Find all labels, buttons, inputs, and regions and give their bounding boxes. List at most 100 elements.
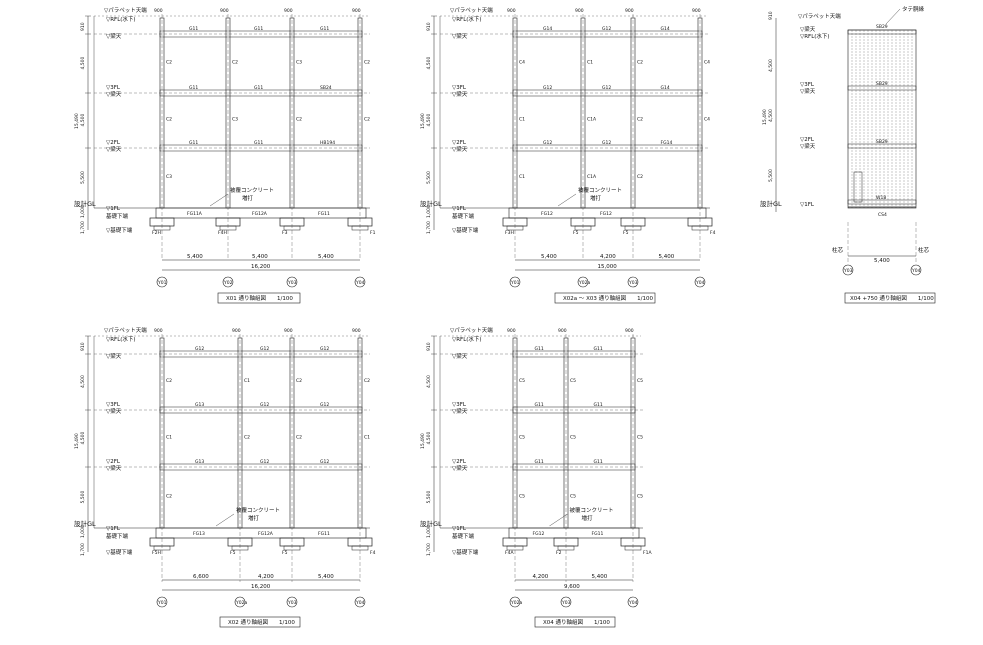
height-dimension: 1,700 — [80, 221, 86, 234]
parapet-label: ▽パラペット天端 — [798, 12, 841, 20]
beam-label: G11 — [189, 140, 198, 146]
axis-bubble — [577, 276, 589, 288]
slab-top-label: ▽梁天 — [800, 25, 816, 33]
footing-base — [506, 545, 524, 551]
axis-bubble — [286, 276, 298, 288]
fl3-label: ▽3FL — [106, 402, 121, 408]
rfl-label: ▽RFL(水下) — [800, 32, 830, 40]
leader — [885, 8, 901, 25]
leader — [557, 193, 577, 207]
footing-label: F1 — [370, 230, 376, 236]
slab-top-label: ▽梁天 — [106, 145, 122, 153]
span-dimension: 5,400 — [592, 574, 608, 580]
column-label: C4 — [519, 60, 525, 66]
footing-label: F5H — [152, 550, 161, 556]
column-label: C5 — [519, 378, 525, 384]
top-dimension: 900 — [692, 8, 701, 14]
column-label: C5 — [637, 378, 643, 384]
top-dimension: 900 — [507, 8, 516, 14]
rfl-label: ▽RFL(水下) — [106, 15, 136, 23]
axis-bubble — [842, 264, 854, 276]
height-dimension: 4,500 — [426, 113, 432, 126]
fl1-label: ▽1FL — [106, 206, 121, 212]
beam — [159, 406, 363, 414]
height-dimension: 5,500 — [426, 171, 432, 184]
footing-base — [231, 545, 249, 551]
footing-label: F4 — [710, 230, 716, 236]
beam-label: G12 — [602, 85, 611, 91]
height-dimension: 5,500 — [80, 171, 86, 184]
height-dimension: 910 — [80, 22, 86, 31]
span-dimension: 4,200 — [533, 574, 549, 580]
beam-label: G14 — [543, 26, 552, 32]
height-dimension: 5,500 — [768, 169, 774, 182]
beam-label: G11 — [535, 402, 544, 408]
axis-bubble — [286, 596, 298, 608]
axis-bubble — [354, 596, 366, 608]
height-dimension: 910 — [768, 11, 774, 20]
fl3-label: ▽3FL — [452, 85, 467, 91]
beam — [159, 463, 363, 471]
column-label: C2 — [296, 378, 302, 384]
elevation-3: ▽パラペット天端▽梁天▽RFL(水下)▽3FL▽梁天▽2FL▽梁天設計GL▽1F… — [760, 5, 936, 304]
footing-base — [691, 225, 709, 231]
column-label: C5 — [637, 435, 643, 441]
beam-label: G12 — [260, 402, 269, 408]
span-dimension: 5,400 — [659, 254, 675, 260]
axis-bubble — [509, 596, 521, 608]
footing-base — [283, 225, 301, 231]
foundation-label: 基礎下端 — [452, 212, 475, 220]
beam-label: G11 — [254, 140, 263, 146]
beam — [847, 29, 917, 35]
axis-bubble — [627, 276, 639, 288]
beam-label: G12 — [543, 85, 552, 91]
elevation-2: ▽パラペット天端▽RFL(水下)▽3FL▽梁天▽2FL▽梁天▽梁天設計GL▽1F… — [420, 6, 716, 304]
slab-top-label: ▽梁天 — [106, 90, 122, 98]
foundation-beam — [155, 207, 367, 219]
foundation-beam-label: FG12A — [252, 211, 268, 217]
design-gl-label: 設計GL — [74, 519, 96, 528]
slab-top-label: ▽梁天 — [800, 142, 816, 150]
beam — [159, 350, 363, 358]
span-dimension: 4,200 — [600, 254, 616, 260]
parapet-label: ▽パラペット天端 — [104, 326, 147, 334]
span-dimension: 5,400 — [318, 574, 334, 580]
fl2-label: ▽2FL — [106, 140, 121, 146]
axis-bubble — [222, 276, 234, 288]
fl1-label: ▽1FL — [800, 202, 815, 208]
slab-top-label: ▽梁天 — [106, 407, 122, 415]
footing-label: F3H — [505, 230, 514, 236]
column-label: C3 — [232, 117, 238, 123]
beam-label: G12 — [320, 402, 329, 408]
axis-label: Y04 — [911, 268, 921, 274]
column-label: C3 — [296, 60, 302, 66]
top-dimension: 900 — [284, 8, 293, 14]
column-label: C1A — [587, 117, 597, 123]
top-dimension: 900 — [284, 328, 293, 334]
axis-label: Y03 — [287, 280, 297, 286]
foundation-beam — [508, 207, 707, 219]
fl2-label: ▽2FL — [106, 459, 121, 465]
beam-label: G11 — [594, 346, 603, 352]
beam — [847, 143, 917, 149]
axis-label: Y03 — [843, 268, 853, 274]
footing-base — [219, 225, 237, 231]
caption: X04 +750 通り軸組図 1/100 — [850, 294, 934, 302]
foundation-beam-label: FG12A — [258, 531, 274, 537]
footing-label: F4A — [505, 550, 514, 556]
caption: X02a ～ X03 通り軸組図 1/100 — [563, 294, 653, 302]
footing-base — [624, 545, 642, 551]
top-dimension: 900 — [232, 328, 241, 334]
design-gl-label: 設計GL — [420, 199, 442, 208]
beam-label: FG14 — [661, 140, 673, 146]
foundation-bottom-label: ▽基礎下端 — [106, 548, 133, 556]
total-height: 15,490 — [420, 433, 426, 449]
footing-base — [624, 225, 642, 231]
foundation-beam-label: FG12 — [533, 531, 545, 537]
fl1-label: ▽1FL — [452, 526, 467, 532]
beam — [847, 85, 917, 91]
beam-label: G11 — [254, 26, 263, 32]
total-height: 15,490 — [74, 433, 80, 449]
foundation-bottom-label: ▽基礎下端 — [452, 226, 479, 234]
parapet-label: ▽パラペット天端 — [450, 6, 493, 14]
